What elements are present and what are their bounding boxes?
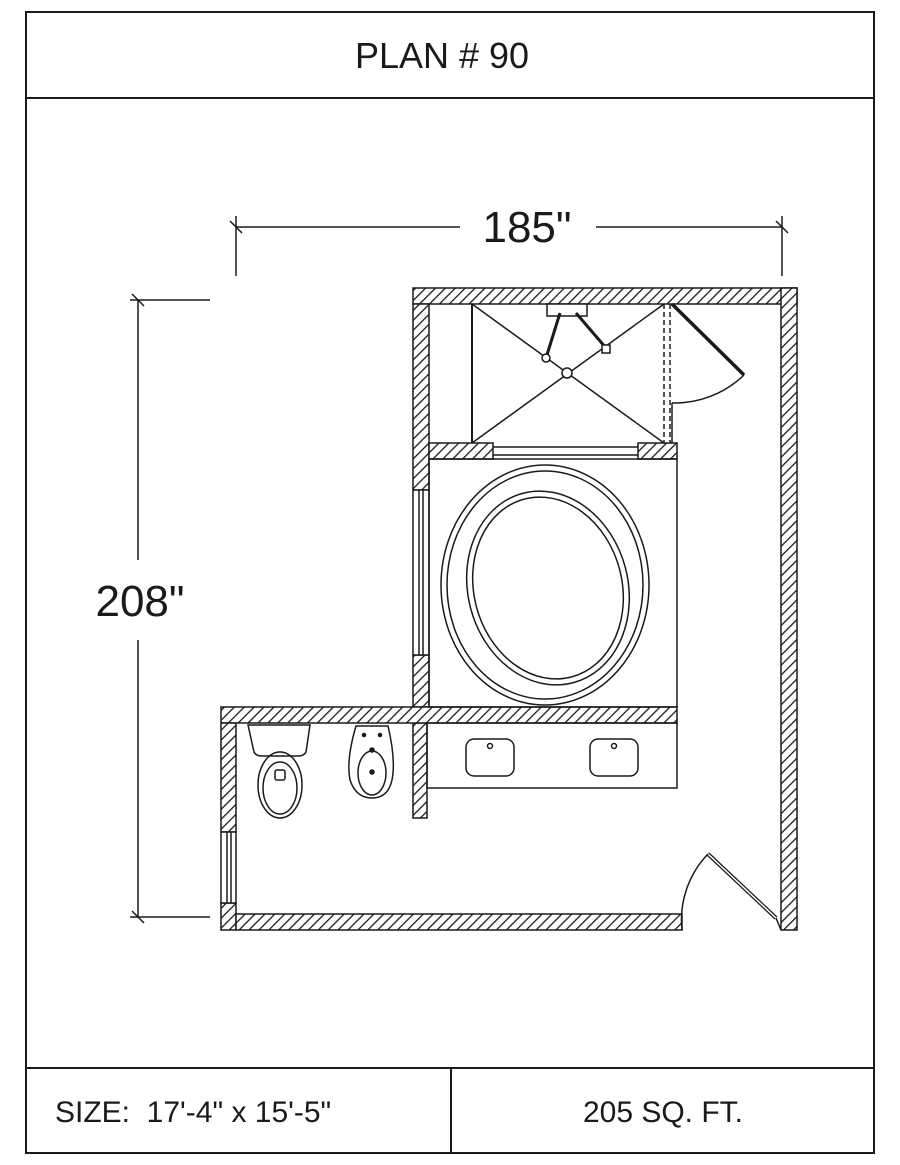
shower-door[interactable] bbox=[670, 302, 746, 404]
sink bbox=[465, 738, 515, 777]
shower bbox=[471, 303, 673, 456]
height-dimension-label: 208" bbox=[95, 577, 184, 626]
double-vanity bbox=[426, 722, 678, 789]
width-dimension-label: 185" bbox=[482, 203, 571, 252]
entry-door[interactable] bbox=[680, 852, 782, 931]
bathtub bbox=[428, 458, 678, 708]
bidet bbox=[348, 725, 395, 799]
window bbox=[220, 489, 430, 904]
height-dimension bbox=[130, 293, 210, 924]
width-dimension bbox=[229, 216, 789, 276]
walls bbox=[220, 287, 798, 931]
sink bbox=[589, 738, 639, 777]
plan-title: PLAN # 90 bbox=[355, 35, 529, 76]
toilet bbox=[247, 724, 311, 819]
size-label: SIZE: 17'-4" x 15'-5" bbox=[55, 1096, 331, 1129]
area-label: 205 SQ. FT. bbox=[583, 1096, 743, 1129]
title-block-frame bbox=[25, 11, 875, 1154]
